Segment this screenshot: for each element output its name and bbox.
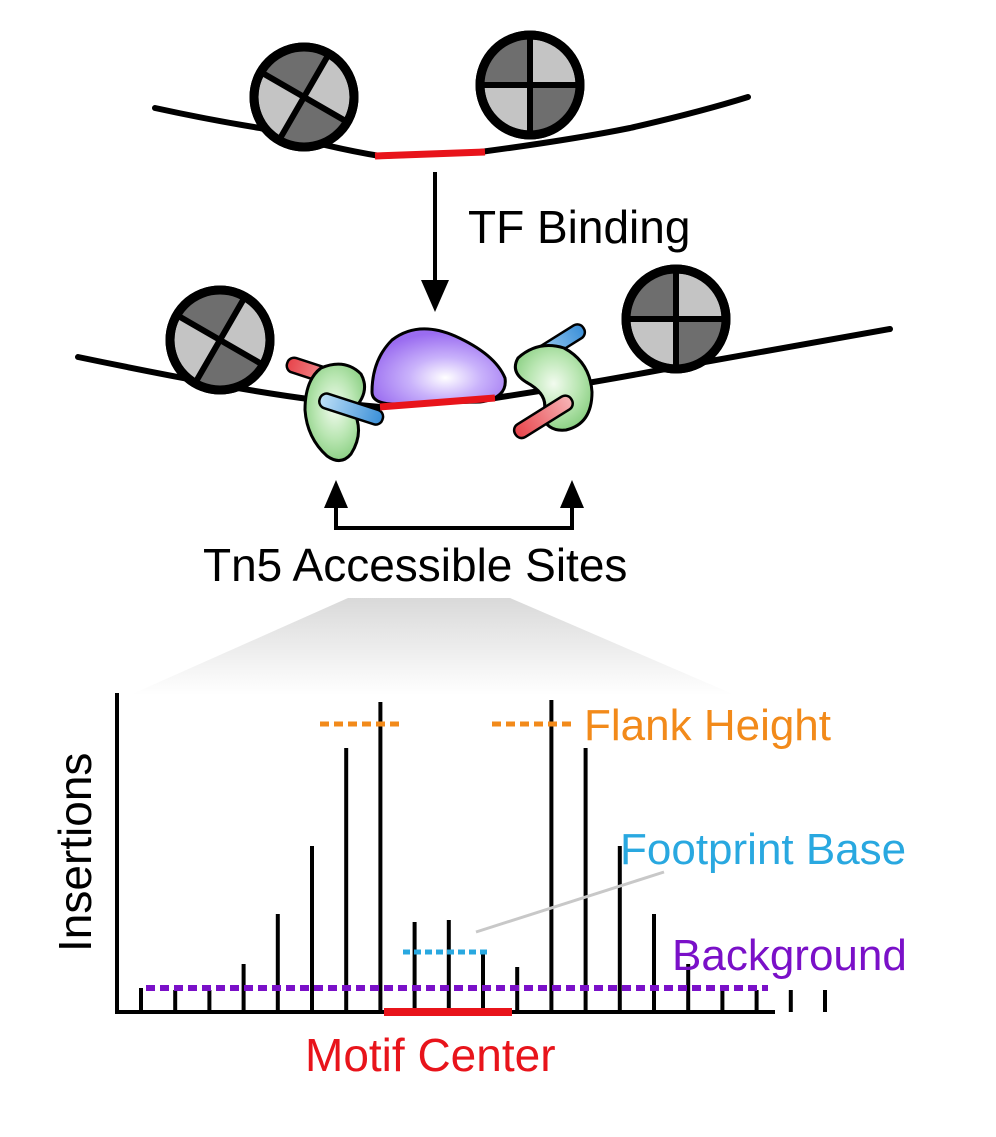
tn5-sites-label: Tn5 Accessible Sites <box>203 539 628 591</box>
dna-strand-top <box>152 94 751 160</box>
binding-arrow <box>421 172 449 312</box>
motif-segment-middle <box>379 394 496 411</box>
zoom-funnel <box>130 598 735 695</box>
background-label: Background <box>672 931 907 980</box>
nucleosome-icon <box>249 42 359 152</box>
tf-binding-label: TF Binding <box>468 201 691 253</box>
insertion-chart <box>115 693 827 1016</box>
tf-protein-icon <box>370 327 507 406</box>
tn5-enzyme-icon <box>512 323 594 440</box>
flank-height-label: Flank Height <box>584 701 832 750</box>
nucleosome-icon <box>475 30 585 140</box>
bound-dna <box>75 264 893 462</box>
motif-segment-top <box>374 148 486 160</box>
unbound-dna <box>152 30 751 160</box>
nucleosome-icon <box>621 264 731 374</box>
tn5-bracket-arrows <box>324 480 584 530</box>
y-axis-label: Insertions <box>49 752 101 952</box>
tn5-enzyme-icon <box>285 356 385 462</box>
footprint-base-label: Footprint Base <box>620 825 907 874</box>
nucleosome-icon <box>165 285 275 395</box>
footprint-leader-line <box>475 870 665 934</box>
motif-center-label: Motif Center <box>305 1029 556 1081</box>
